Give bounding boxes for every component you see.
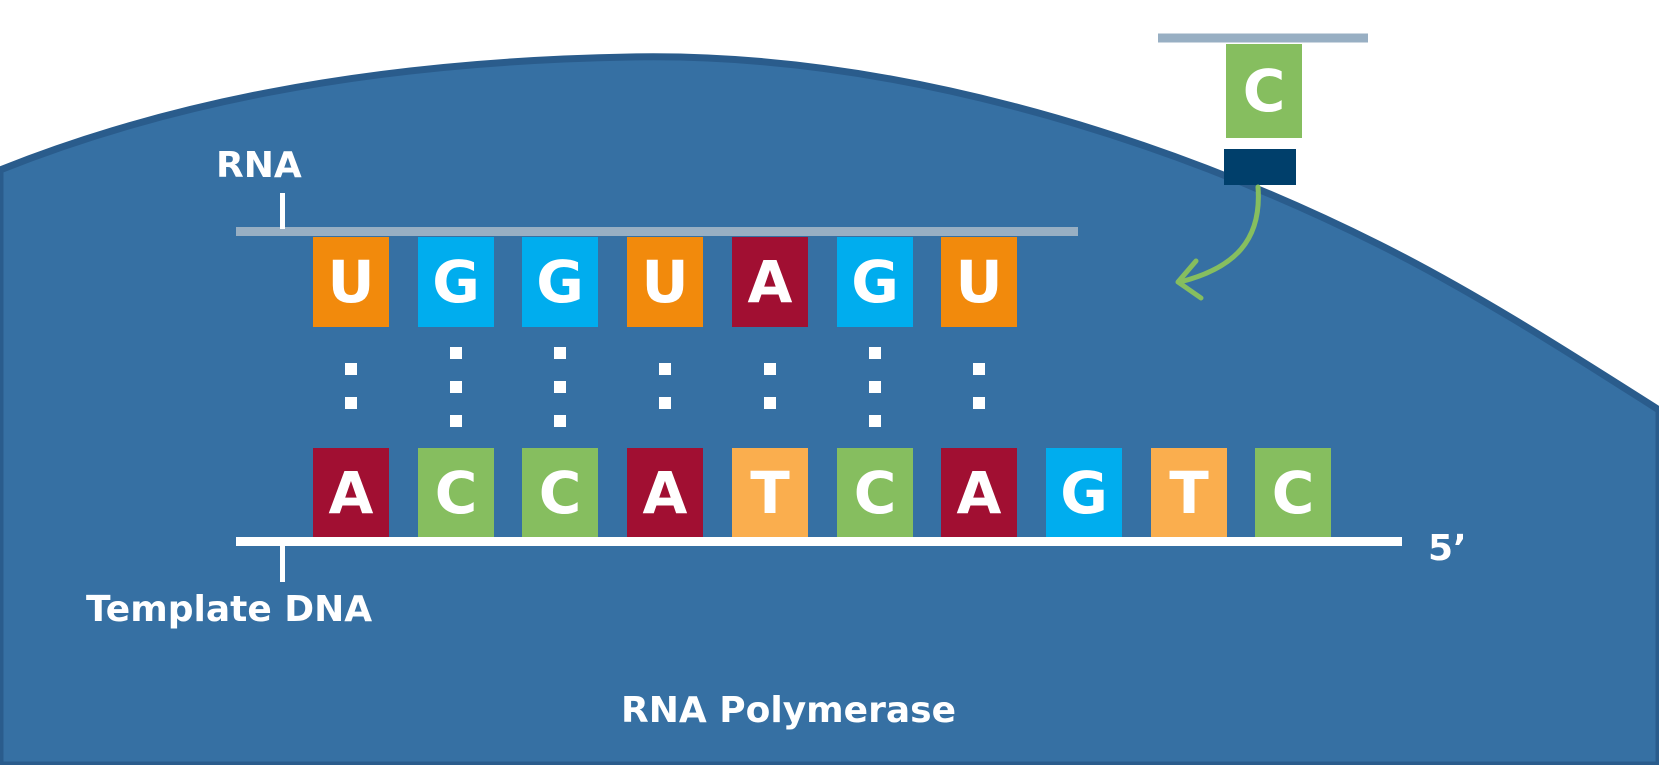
hydrogen-bond-dot xyxy=(764,397,776,409)
template-dna-label: Template DNA xyxy=(86,589,373,630)
base-pair-bond xyxy=(554,345,566,427)
rna-tick xyxy=(280,193,285,229)
base-pair-bond xyxy=(764,345,776,425)
hydrogen-bond-dot xyxy=(973,397,985,409)
incoming-nucleotide: C xyxy=(1226,44,1302,138)
hydrogen-bond-dot xyxy=(345,397,357,409)
dna-base-5: T xyxy=(732,448,808,538)
base-pair-bond xyxy=(973,345,985,425)
hydrogen-bond-dot xyxy=(869,381,881,393)
incoming-nucleotide-phosphate xyxy=(1224,149,1296,185)
rna-base-5: A xyxy=(732,237,808,327)
hydrogen-bond-dot xyxy=(869,347,881,359)
rna-polymerase-label: RNA Polymerase xyxy=(621,690,956,731)
dna-base-10: C xyxy=(1255,448,1331,538)
rna-label: RNA xyxy=(216,145,302,186)
rna-base-3: G xyxy=(522,237,598,327)
dna-base-7: A xyxy=(941,448,1017,538)
hydrogen-bond-dot xyxy=(450,381,462,393)
incorporation-arrow xyxy=(1177,184,1261,285)
hydrogen-bond-dot xyxy=(554,347,566,359)
hydrogen-bond-dot xyxy=(345,363,357,375)
hydrogen-bond-dot xyxy=(450,347,462,359)
hydrogen-bond-dot xyxy=(973,363,985,375)
dna-base-4: A xyxy=(627,448,703,538)
five-prime-label: 5’ xyxy=(1428,528,1467,569)
rna-base-1: U xyxy=(313,237,389,327)
hydrogen-bond-dot xyxy=(554,415,566,427)
dna-base-9: T xyxy=(1151,448,1227,538)
hydrogen-bond-dot xyxy=(764,363,776,375)
rna-base-7: U xyxy=(941,237,1017,327)
hydrogen-bond-dot xyxy=(659,397,671,409)
hydrogen-bond-dot xyxy=(869,415,881,427)
base-pair-bond xyxy=(345,345,357,425)
hydrogen-bond-dot xyxy=(554,381,566,393)
dna-base-3: C xyxy=(522,448,598,538)
hydrogen-bond-dot xyxy=(450,415,462,427)
dna-base-6: C xyxy=(837,448,913,538)
hydrogen-bond-dot xyxy=(659,363,671,375)
base-pair-bond xyxy=(450,345,462,427)
base-pair-bond xyxy=(659,345,671,425)
dna-base-8: G xyxy=(1046,448,1122,538)
rna-base-4: U xyxy=(627,237,703,327)
dna-base-1: A xyxy=(313,448,389,538)
incorporation-arrow-head xyxy=(1175,258,1204,301)
rna-backbone xyxy=(236,227,1078,236)
template-dna-backbone xyxy=(236,537,1402,546)
rna-base-6: G xyxy=(837,237,913,327)
dna-base-2: C xyxy=(418,448,494,538)
rna-base-2: G xyxy=(418,237,494,327)
base-pair-bond xyxy=(869,345,881,427)
template-dna-tick xyxy=(280,544,285,582)
